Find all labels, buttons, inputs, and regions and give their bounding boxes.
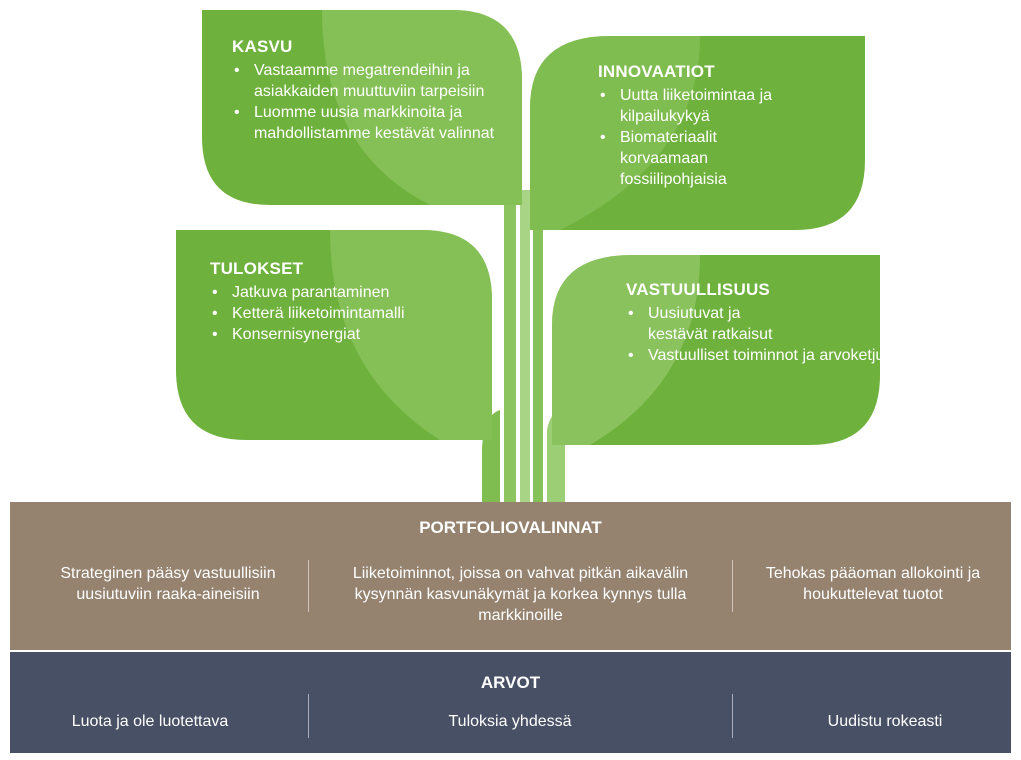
leaf-tulokset-bullet: Ketterä liiketoimintamalli	[210, 303, 480, 324]
values-title: ARVOT	[480, 673, 541, 692]
leaf-kasvu-title: KASVU	[232, 37, 293, 56]
plant-stems	[482, 190, 565, 505]
portfolio-item: Strateginen pääsy vastuullisiin uusiutuv…	[60, 565, 276, 603]
leaf-vastuullisuus-list: Uusiutuvat ja kestävät ratkaisut Vastuul…	[626, 303, 884, 366]
values-item: Uudistu rokeasti	[827, 713, 943, 730]
leaf-innovaatiot-bullet: Uutta liiketoimintaa ja kilpailukykyä	[598, 85, 835, 127]
portfolio-item: Liiketoiminnot, joissa on vahvat pitkän …	[352, 565, 689, 624]
leaf-kasvu-content: KASVU Vastaamme megatrendeihin ja asiakk…	[232, 37, 517, 144]
leaf-vastuullisuus-bullet: Uusiutuvat ja kestävät ratkaisut	[626, 303, 798, 345]
leaf-tulokset-bullet: Jatkuva parantaminen	[210, 282, 480, 303]
values-divider	[308, 694, 309, 738]
portfolio-title: PORTFOLIOVALINNAT	[419, 518, 602, 537]
leaf-tulokset-bullet: Konsernisynergiat	[210, 324, 480, 345]
values-divider	[732, 694, 733, 738]
leaf-tulokset-content: TULOKSET Jatkuva parantaminen Ketterä li…	[210, 259, 480, 345]
leaf-kasvu-list: Vastaamme megatrendeihin ja asiakkaiden …	[232, 60, 517, 144]
leaf-kasvu-bullet: Luomme uusia markkinoita ja mahdollistam…	[232, 102, 516, 144]
values-band: ARVOT Luota ja ole luotettava Tuloksia y…	[10, 652, 1011, 753]
leaf-innovaatiot-content: INNOVAATIOT Uutta liiketoimintaa ja kilp…	[598, 62, 858, 190]
leaf-vastuullisuus-title: VASTUULLISUUS	[626, 280, 770, 299]
portfolio-band: PORTFOLIOVALINNAT Strateginen pääsy vast…	[10, 502, 1011, 650]
leaf-tulokset-list: Jatkuva parantaminen Ketterä liiketoimin…	[210, 282, 480, 345]
portfolio-item: Tehokas pääoman allokointi ja houkuttele…	[765, 565, 981, 603]
leaf-tulokset-title: TULOKSET	[210, 259, 304, 278]
leaf-kasvu-bullet: Vastaamme megatrendeihin ja asiakkaiden …	[232, 60, 504, 102]
portfolio-divider	[308, 560, 309, 612]
leaf-innovaatiot-title: INNOVAATIOT	[598, 62, 715, 81]
portfolio-divider	[732, 560, 733, 612]
leaf-innovaatiot-bullet: Biomateriaalit korvaamaan fossiilipohjai…	[598, 127, 790, 190]
leaf-vastuullisuus-bullet: Vastuulliset toiminnot ja arvoketju	[626, 345, 893, 366]
values-item: Tuloksia yhdessä	[448, 713, 572, 730]
leaf-vastuullisuus-content: VASTUULLISUUS Uusiutuvat ja kestävät rat…	[626, 280, 884, 366]
values-item: Luota ja ole luotettava	[71, 713, 229, 730]
leaf-innovaatiot-list: Uutta liiketoimintaa ja kilpailukykyä Bi…	[598, 85, 858, 190]
